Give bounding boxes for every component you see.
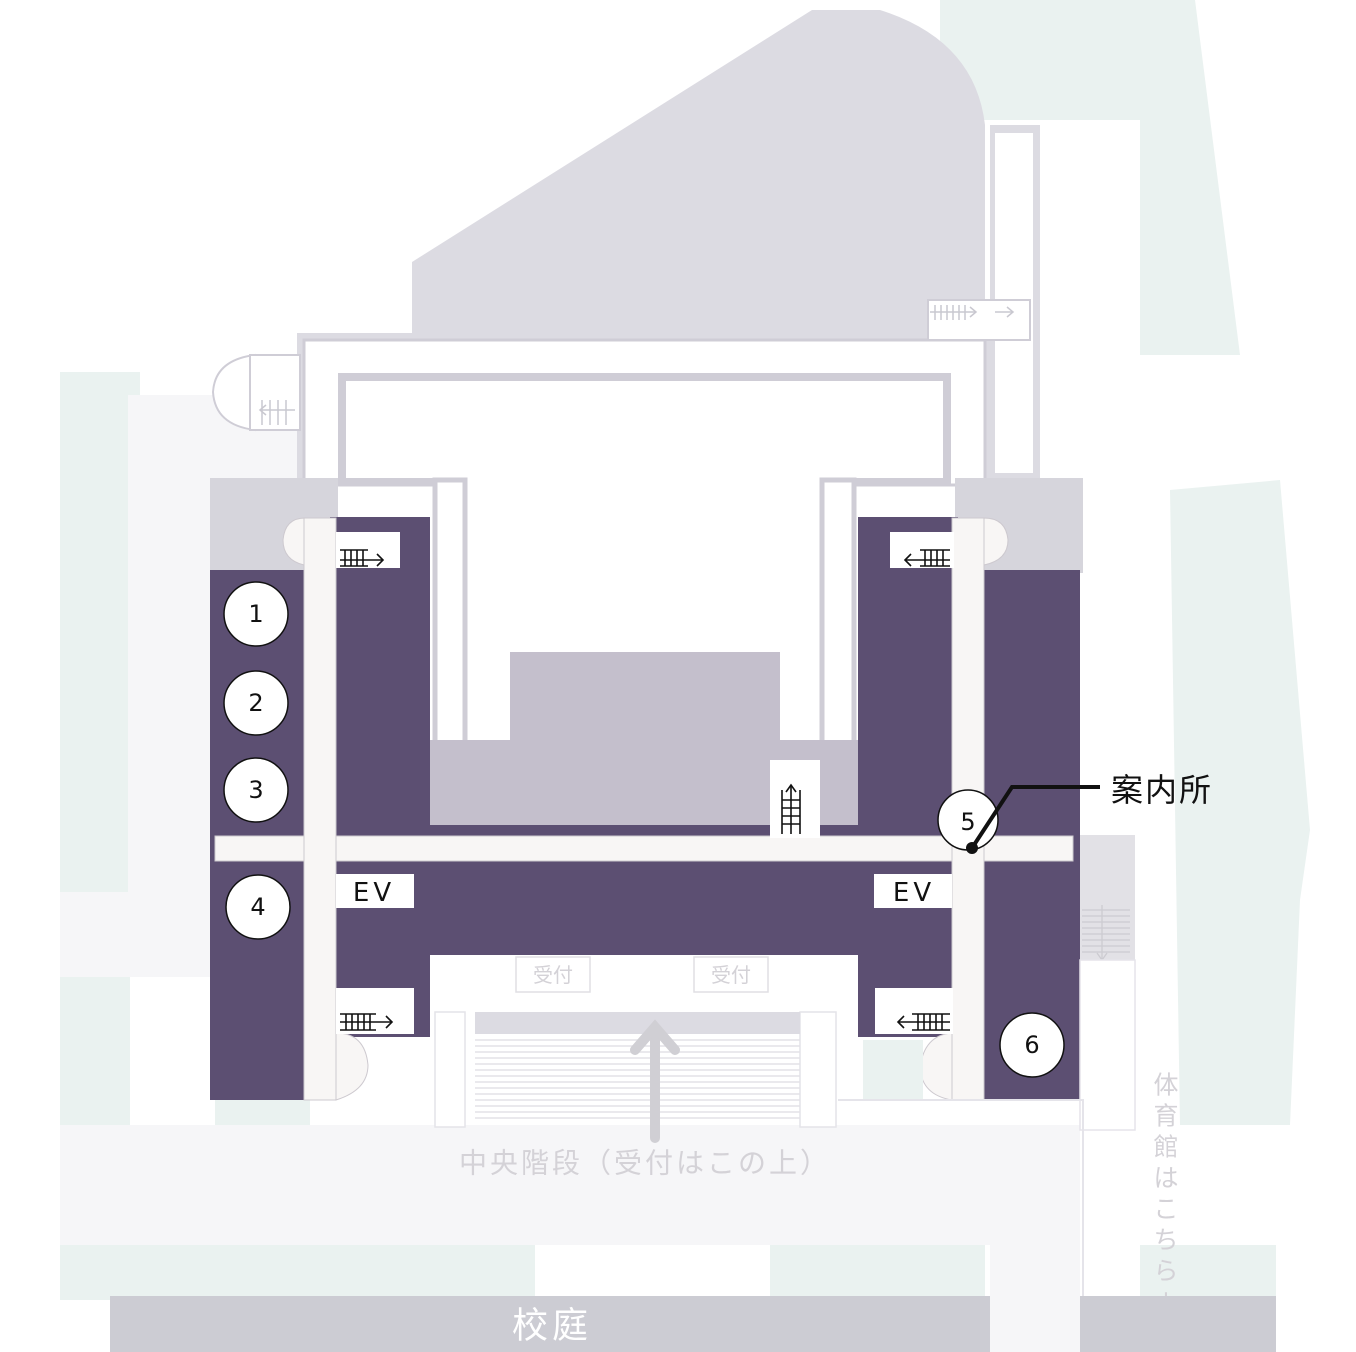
room-markers[interactable]: 1 2 3 4 5 6 [223, 581, 1065, 1078]
svg-text:ち: ち [1153, 1226, 1178, 1255]
svg-text:6: 6 [1024, 1031, 1039, 1059]
svg-text:体: 体 [1153, 1071, 1178, 1100]
reception-left-label: 受付 [533, 963, 573, 987]
elevator-left-label: EV [353, 878, 395, 908]
courtyard: 校庭 [110, 1240, 1276, 1352]
info-desk-callout: 案内所 [966, 771, 1213, 854]
svg-text:5: 5 [960, 808, 975, 836]
svg-text:こ: こ [1153, 1195, 1178, 1224]
room-marker-4[interactable]: 4 [225, 874, 291, 940]
central-stairs-arrow [630, 1019, 680, 1143]
central-stairs-label: 中央階段（受付はこの上） [459, 1147, 831, 1180]
green-areas [60, 0, 1310, 1300]
info-desk-label: 案内所 [1111, 771, 1213, 809]
elevator-right-label: EV [893, 878, 935, 908]
main-hall-roof [412, 10, 985, 335]
stairs-top-left [211, 353, 301, 432]
svg-text:館: 館 [1153, 1133, 1178, 1162]
room-marker-6[interactable]: 6 [999, 1012, 1065, 1078]
room-marker-2[interactable]: 2 [223, 670, 289, 736]
right-side-features [838, 835, 1136, 1352]
svg-text:2: 2 [248, 689, 263, 717]
entrance-area: 受付 受付 中央階段（受付はこの上） [430, 955, 858, 1180]
svg-text:3: 3 [248, 776, 263, 804]
elevators: EV EV [336, 874, 952, 908]
svg-text:は: は [1153, 1164, 1178, 1193]
svg-text:育: 育 [1153, 1102, 1178, 1131]
courtyard-label: 校庭 [512, 1306, 592, 1347]
svg-text:4: 4 [250, 893, 265, 921]
svg-text:1: 1 [248, 600, 263, 628]
room-marker-3[interactable]: 3 [223, 757, 289, 823]
gym-direction-label: 体 育 館 は こ ち ら ↓ [1153, 1071, 1178, 1317]
reception-right-label: 受付 [711, 963, 751, 987]
stairs-wings [336, 532, 954, 1034]
room-marker-1[interactable]: 1 [223, 581, 289, 647]
svg-text:ら: ら [1153, 1257, 1178, 1286]
stairs-top-right [927, 299, 1031, 341]
